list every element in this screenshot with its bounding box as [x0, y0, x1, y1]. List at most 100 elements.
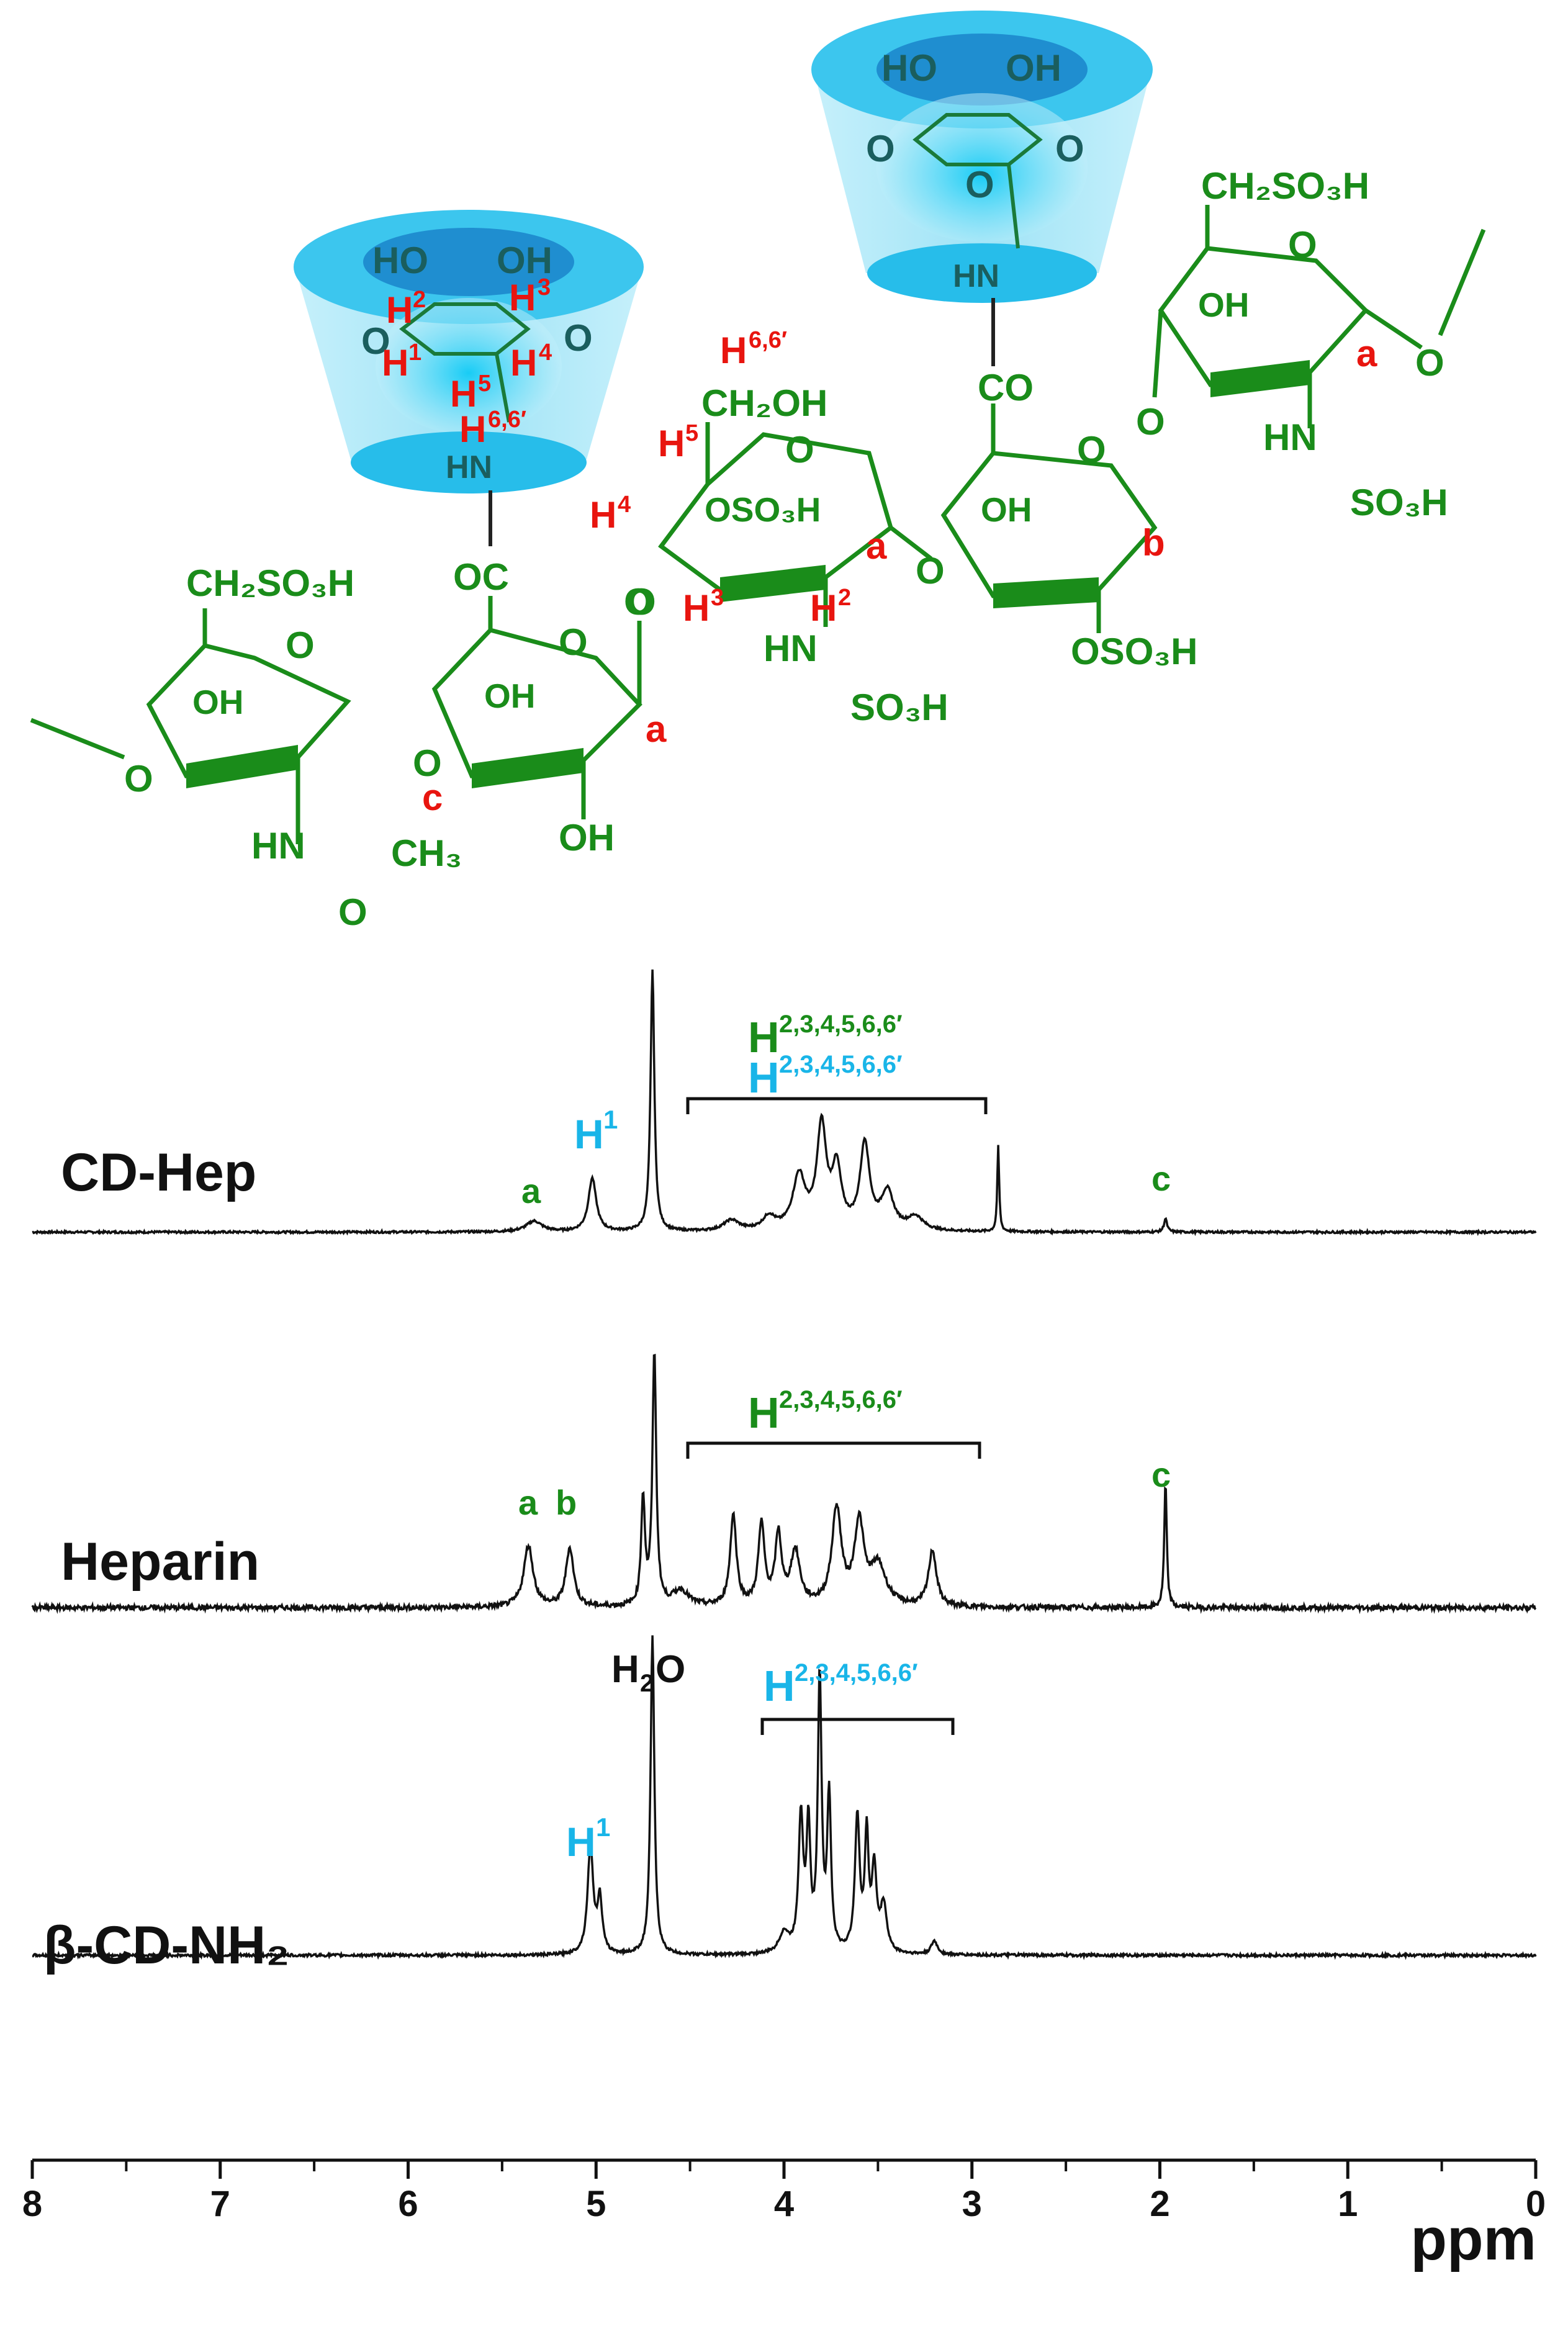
- x-tick-label-8: 8: [22, 2184, 42, 2224]
- unit3-oso3h: OSO₃H: [705, 490, 821, 529]
- unit3-a-label: a: [866, 525, 887, 567]
- cyclodextrin-2: HO OH O O O HN: [811, 11, 1153, 366]
- unit3-hn: HN: [764, 628, 818, 669]
- unit5-hn: HN: [1263, 417, 1317, 458]
- unit3-h4-sup: 4: [618, 492, 631, 518]
- unit5-so3h: SO₃H: [1350, 482, 1448, 523]
- unit2-link-o: O: [413, 742, 442, 784]
- unit1-ch3: CH₃: [391, 832, 462, 874]
- cd2-ho: HO: [881, 47, 937, 89]
- cd-range-bracket: [760, 1718, 955, 1735]
- unit4-co: CO: [978, 367, 1034, 408]
- unit4-b-label: b: [1142, 522, 1165, 564]
- unit2-oc: OC: [453, 556, 509, 598]
- x-tick-label-3: 3: [962, 2184, 982, 2224]
- unit3-h66-sup: 6,6′: [749, 327, 787, 353]
- unit3-ch2oh: CH₂OH: [701, 382, 827, 424]
- unit1-hn: HN: [251, 825, 305, 867]
- cd1-h3-sup: 3: [538, 274, 551, 300]
- unit2-oh-top: OH: [484, 677, 536, 715]
- unit2-a-label: a: [646, 708, 667, 750]
- unit5-end-o: O: [1415, 342, 1444, 384]
- cd1-ho: HO: [372, 240, 428, 281]
- cd-range-h: H: [764, 1662, 795, 1710]
- spectrum-trace-beta-cd-nh2: [32, 1635, 1537, 1960]
- hep-range-sup: 2,3,4,5,6,6′: [779, 1386, 903, 1413]
- unit3-h3: H: [683, 587, 710, 629]
- unit4-oso3h: OSO₃H: [1071, 631, 1197, 672]
- unit1-carbonyl-o: O: [338, 891, 367, 933]
- x-tick-label-6: 6: [398, 2184, 418, 2224]
- cd2-hn: HN: [953, 258, 999, 294]
- unit3-h3-sup: 3: [711, 585, 724, 611]
- unit3-h5: H: [658, 423, 685, 464]
- unit4-ring-o: O: [1077, 429, 1106, 471]
- x-tick-label-4: 4: [774, 2184, 794, 2224]
- cd-h2o-o: O: [656, 1648, 685, 1691]
- cd-range-sup: 2,3,4,5,6,6′: [795, 1659, 918, 1687]
- cd2-ring-bonds: [912, 113, 1043, 249]
- series-label-heparin: Heparin: [61, 1532, 259, 1592]
- unit1-ch2so3h: CH₂SO₃H: [186, 562, 354, 604]
- wedge-bonds: [186, 360, 1310, 788]
- cd-h1-sup: 1: [596, 1813, 610, 1842]
- hep-peak-c: c: [1151, 1455, 1171, 1494]
- cd1-h4: H: [510, 342, 537, 384]
- unit1-ring-o: O: [286, 624, 315, 666]
- unit1-oh: OH: [192, 683, 244, 721]
- cd2-bottom-rim: [867, 243, 1097, 303]
- unit5-ch2so3h: CH₂SO₃H: [1201, 165, 1369, 207]
- unit4-oh: OH: [981, 490, 1032, 529]
- cdhep-range-bracket: [686, 1097, 988, 1114]
- unit5-a-label: a: [1356, 333, 1377, 374]
- cd1-o-left: O: [361, 320, 390, 362]
- unit1-glyco-o: O: [124, 758, 153, 800]
- spectrum-trace-heparin: [31, 1353, 1537, 1615]
- unit5-link-o: O: [1136, 401, 1165, 443]
- unit3-h66: H: [720, 330, 747, 371]
- cd1-o-right: O: [564, 317, 593, 359]
- cd-h2o-h: H: [611, 1648, 639, 1691]
- cdhep-range-sup-green: 2,3,4,5,6,6′: [779, 1011, 903, 1038]
- unit2-glyco-o: O: [624, 581, 653, 623]
- cd2-o-right: O: [1055, 128, 1084, 169]
- x-axis-label: ppm: [1410, 2206, 1536, 2273]
- cd1-h1: H: [382, 342, 408, 384]
- unit3-ring-o: O: [785, 429, 814, 471]
- cd2-o-left: O: [866, 128, 895, 169]
- unit3-h2-sup: 2: [838, 585, 851, 611]
- cd-h2o-sub: 2: [640, 1670, 654, 1697]
- cd1-h2: H: [386, 289, 413, 331]
- x-tick-label-5: 5: [586, 2184, 606, 2224]
- cd1-h1-sup: 1: [408, 340, 421, 366]
- cyclodextrin-1: HO OH H 2 H 3 O O H 1 H 4 H 5 H 6,6′ HN: [294, 210, 644, 546]
- unit2-oh-bottom: OH: [559, 817, 615, 858]
- heparin-cd-structure: HO OH H 2 H 3 O O H 1 H 4 H 5 H 6,6′ HN: [30, 11, 1486, 933]
- x-tick-label-1: 1: [1338, 2184, 1358, 2224]
- cd1-glow: [376, 298, 562, 435]
- unit5-ring-o: O: [1288, 224, 1317, 266]
- cd-h1: H: [566, 1819, 596, 1865]
- cd1-h66: H: [459, 408, 486, 450]
- unit3-h2: H: [810, 587, 837, 629]
- unit3-so3h: SO₃H: [850, 687, 948, 728]
- cd1-top-cavity: [363, 228, 574, 296]
- hep-range-h: H: [748, 1389, 780, 1437]
- cdhep-range-h-cyan: H: [748, 1053, 780, 1102]
- cd2-oh: OH: [1006, 47, 1061, 89]
- hep-peak-b: b: [556, 1483, 577, 1522]
- cdhep-h1: H: [574, 1111, 604, 1157]
- cd1-ring-bonds: [399, 302, 531, 423]
- unit3-glyco-o: O: [627, 581, 656, 623]
- cd2-top-cavity: [876, 34, 1088, 106]
- unit3-h4: H: [590, 494, 616, 536]
- cdhep-peak-c: c: [1151, 1159, 1171, 1198]
- unit3-h5-sup: 5: [685, 420, 698, 446]
- series-label-cd-hep: CD-Hep: [61, 1143, 256, 1202]
- x-tick-label-0: 0: [1526, 2184, 1546, 2224]
- cd1-bottom-rim: [351, 431, 587, 493]
- unit2-ring-o: O: [559, 621, 588, 663]
- cd1-oh: OH: [497, 240, 552, 281]
